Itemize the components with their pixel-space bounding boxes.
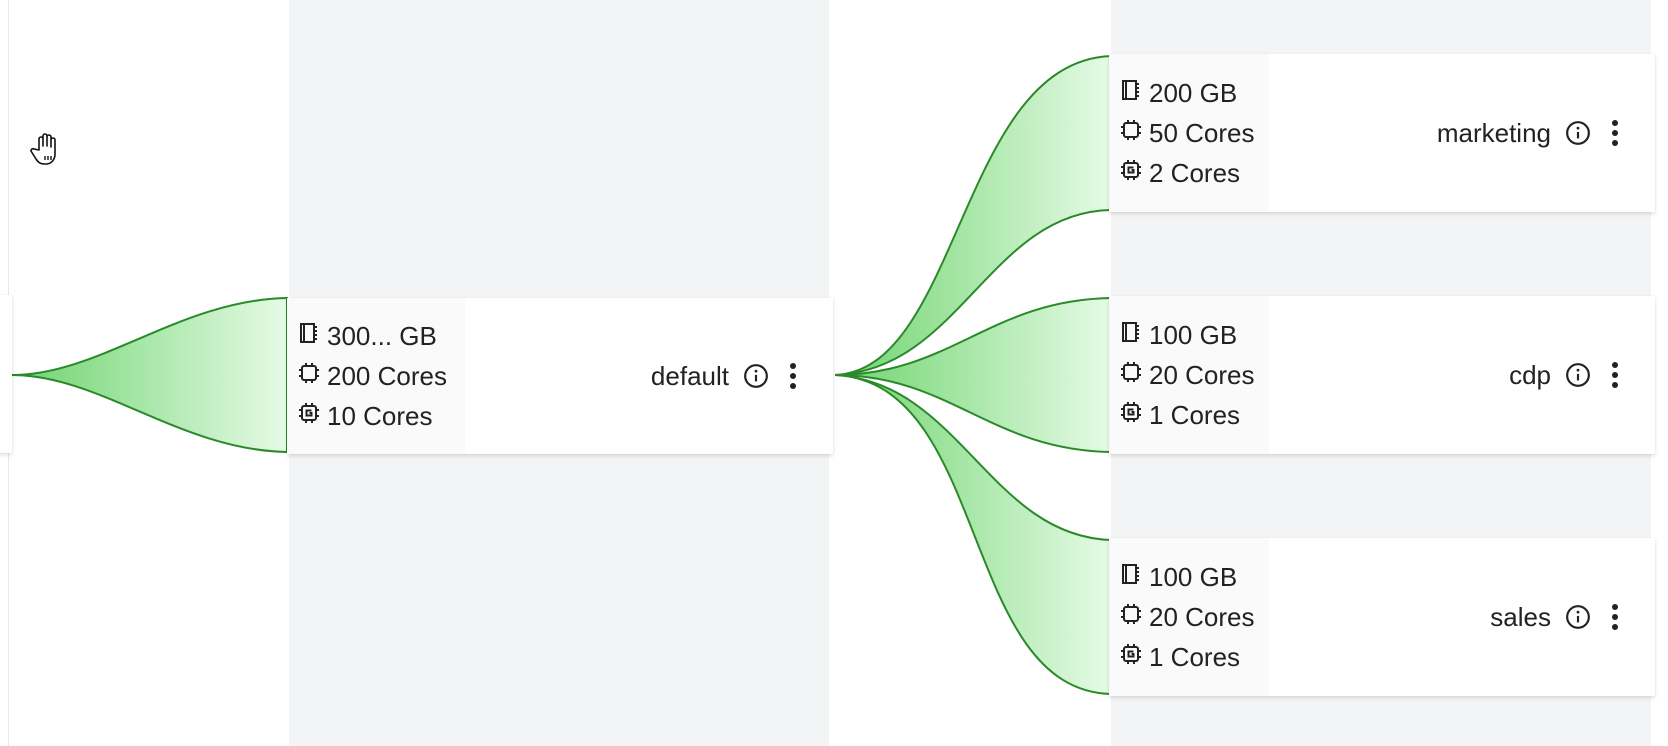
node-header: cdp bbox=[1269, 296, 1655, 454]
node-header: sales bbox=[1269, 538, 1655, 696]
cpu-row: 20 Cores bbox=[1119, 359, 1269, 391]
node-name: cdp bbox=[1509, 359, 1551, 390]
gpu-row: 1 Cores bbox=[1119, 641, 1269, 673]
queue-node-default[interactable]: 300... GB 200 Cores 10 Cores default bbox=[287, 298, 833, 454]
memory-icon bbox=[1119, 77, 1143, 109]
cpu-row: 50 Cores bbox=[1119, 117, 1269, 149]
memory-icon bbox=[1119, 561, 1143, 593]
node-header: default bbox=[465, 298, 833, 454]
gpu-icon bbox=[1119, 157, 1143, 189]
root-node-stub bbox=[0, 295, 12, 453]
more-vert-icon[interactable] bbox=[1605, 119, 1625, 147]
memory-value: 300... GB bbox=[327, 321, 437, 351]
gpu-icon bbox=[297, 400, 321, 432]
info-icon[interactable] bbox=[1565, 362, 1591, 388]
memory-row: 100 GB bbox=[1119, 319, 1269, 351]
gpu-icon bbox=[1119, 641, 1143, 673]
gpu-value: 10 Cores bbox=[327, 401, 433, 431]
cpu-value: 200 Cores bbox=[327, 361, 447, 391]
info-icon[interactable] bbox=[743, 363, 769, 389]
gpu-value: 1 Cores bbox=[1149, 400, 1241, 430]
cpu-value: 20 Cores bbox=[1149, 360, 1255, 390]
resource-panel: 300... GB 200 Cores 10 Cores bbox=[287, 298, 465, 454]
memory-row: 300... GB bbox=[297, 320, 465, 352]
more-vert-icon[interactable] bbox=[783, 362, 803, 390]
cpu-value: 50 Cores bbox=[1149, 118, 1255, 148]
cpu-icon bbox=[1119, 117, 1143, 149]
cpu-value: 20 Cores bbox=[1149, 602, 1255, 632]
node-name: marketing bbox=[1436, 117, 1551, 148]
gpu-row: 10 Cores bbox=[297, 400, 465, 432]
queue-node-marketing[interactable]: 200 GB 50 Cores 2 Cores marketing bbox=[1109, 54, 1655, 212]
cpu-icon bbox=[1119, 601, 1143, 633]
node-header: marketing bbox=[1269, 54, 1655, 212]
flow-default-to-marketing bbox=[834, 54, 1112, 376]
gpu-row: 1 Cores bbox=[1119, 399, 1269, 431]
resource-panel: 200 GB 50 Cores 2 Cores bbox=[1109, 54, 1269, 212]
memory-value: 200 GB bbox=[1149, 78, 1238, 108]
flow-default-to-sales bbox=[834, 374, 1112, 696]
cpu-row: 20 Cores bbox=[1119, 601, 1269, 633]
flow-default-to-cdp bbox=[834, 296, 1112, 454]
cpu-icon bbox=[1119, 359, 1143, 391]
queue-node-sales[interactable]: 100 GB 20 Cores 1 Cores sales bbox=[1109, 538, 1655, 696]
resource-panel: 100 GB 20 Cores 1 Cores bbox=[1109, 538, 1269, 696]
memory-value: 100 GB bbox=[1149, 320, 1238, 350]
info-icon[interactable] bbox=[1565, 120, 1591, 146]
gpu-icon bbox=[1119, 399, 1143, 431]
cpu-row: 200 Cores bbox=[297, 360, 465, 392]
queue-node-cdp[interactable]: 100 GB 20 Cores 1 Cores cdp bbox=[1109, 296, 1655, 454]
gpu-value: 1 Cores bbox=[1149, 642, 1241, 672]
gpu-value: 2 Cores bbox=[1149, 158, 1241, 188]
memory-icon bbox=[297, 320, 321, 352]
memory-value: 100 GB bbox=[1149, 562, 1238, 592]
memory-row: 100 GB bbox=[1119, 561, 1269, 593]
memory-row: 200 GB bbox=[1119, 77, 1269, 109]
node-name: default bbox=[650, 360, 729, 391]
grab-hand-cursor-icon bbox=[30, 133, 56, 165]
memory-icon bbox=[1119, 319, 1143, 351]
info-icon[interactable] bbox=[1565, 604, 1591, 630]
resource-panel: 100 GB 20 Cores 1 Cores bbox=[1109, 296, 1269, 454]
flow-root-to-default bbox=[11, 296, 288, 454]
cpu-icon bbox=[297, 360, 321, 392]
node-name: sales bbox=[1490, 601, 1551, 632]
gpu-row: 2 Cores bbox=[1119, 157, 1269, 189]
more-vert-icon[interactable] bbox=[1605, 361, 1625, 389]
more-vert-icon[interactable] bbox=[1605, 603, 1625, 631]
